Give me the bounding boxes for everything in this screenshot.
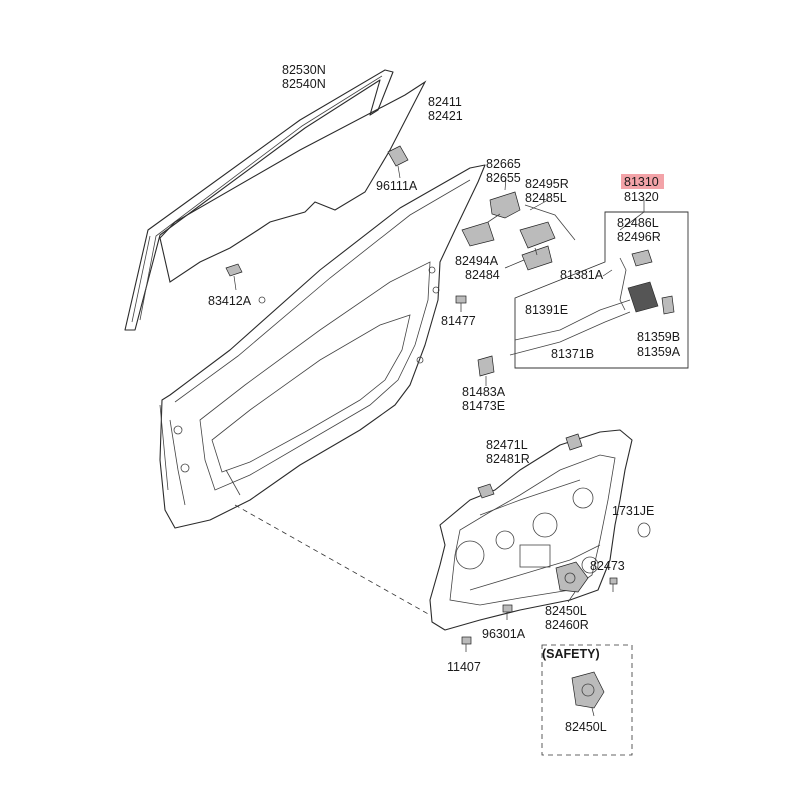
- highlight-81310: [621, 174, 664, 189]
- label-82485l: 82485L: [525, 191, 567, 205]
- label-81371b: 81371B: [551, 347, 594, 361]
- label-82540n: 82540N: [282, 77, 326, 91]
- reference-line: [234, 504, 431, 616]
- label-module-panel: 82471L 82481R: [486, 438, 530, 466]
- label-81483a: 81483A: [462, 385, 506, 399]
- screw-11407: [461, 636, 472, 652]
- striker-bumper: [477, 355, 495, 386]
- bolt: [455, 295, 467, 312]
- label-82494a: 82494A: [455, 254, 499, 268]
- module-panel: [429, 429, 633, 631]
- screw-96301a: [502, 604, 513, 620]
- label-81310: 81310: [624, 175, 659, 189]
- label-hinge-upper: 82665 82655: [486, 157, 521, 185]
- label-latch-assy: 81310 81320: [621, 174, 664, 204]
- label-82473: 82473: [590, 559, 625, 573]
- safety-box: [541, 644, 633, 756]
- run-channel: [124, 69, 394, 331]
- label-81473e: 81473E: [462, 399, 505, 413]
- regulator-motor: [555, 561, 589, 603]
- label-run-channel: 82530N 82540N: [282, 63, 326, 91]
- label-82471l: 82471L: [486, 438, 528, 452]
- label-striker-bumper: 81483A 81473E: [462, 385, 506, 413]
- glass-holder: [225, 263, 243, 291]
- label-82460r: 82460R: [545, 618, 589, 632]
- label-latch-bracket: 81359B 81359A: [637, 330, 681, 359]
- label-82496r: 82496R: [617, 230, 661, 244]
- label-82421: 82421: [428, 109, 463, 123]
- label-latch-rod: 82486L 82496R: [617, 216, 661, 244]
- label-82484: 82484: [465, 268, 500, 282]
- label-82530n: 82530N: [282, 63, 326, 77]
- label-regulator-motor: 82450L 82460R: [545, 604, 589, 632]
- label-82486l: 82486L: [617, 216, 659, 230]
- label-82665: 82665: [486, 157, 521, 171]
- label-81320: 81320: [624, 190, 659, 204]
- label-82481r: 82481R: [486, 452, 530, 466]
- label-82495r: 82495R: [525, 177, 569, 191]
- label-82450l: 82450L: [545, 604, 587, 618]
- label-safety-82450l: 82450L: [565, 720, 607, 734]
- glass-clip: [387, 145, 409, 179]
- label-81381a: 81381A: [560, 268, 604, 282]
- label-96111a: 96111A: [376, 179, 418, 193]
- screw-82473: [609, 577, 618, 592]
- label-safety: (SAFETY): [542, 647, 600, 661]
- hinge-lower: [504, 221, 556, 271]
- door-glass: [159, 80, 427, 283]
- checker: [524, 199, 576, 241]
- label-1731je: 1731JE: [612, 504, 654, 518]
- label-door-glass: 82411 82421: [428, 95, 463, 123]
- label-11407: 11407: [447, 660, 481, 674]
- label-96301a: 96301A: [482, 627, 526, 641]
- door-frame: [159, 164, 486, 529]
- label-81359a: 81359A: [637, 345, 681, 359]
- label-81391e: 81391E: [525, 303, 568, 317]
- hinge-upper: [461, 177, 521, 247]
- grommet: [637, 522, 651, 538]
- label-83412a: 83412A: [208, 294, 252, 308]
- latch-box: [509, 200, 689, 369]
- label-81477: 81477: [441, 314, 476, 328]
- label-checker: 82495R 82485L: [525, 177, 569, 205]
- label-81359b: 81359B: [637, 330, 680, 344]
- label-82655: 82655: [486, 171, 521, 185]
- label-82411: 82411: [428, 95, 462, 109]
